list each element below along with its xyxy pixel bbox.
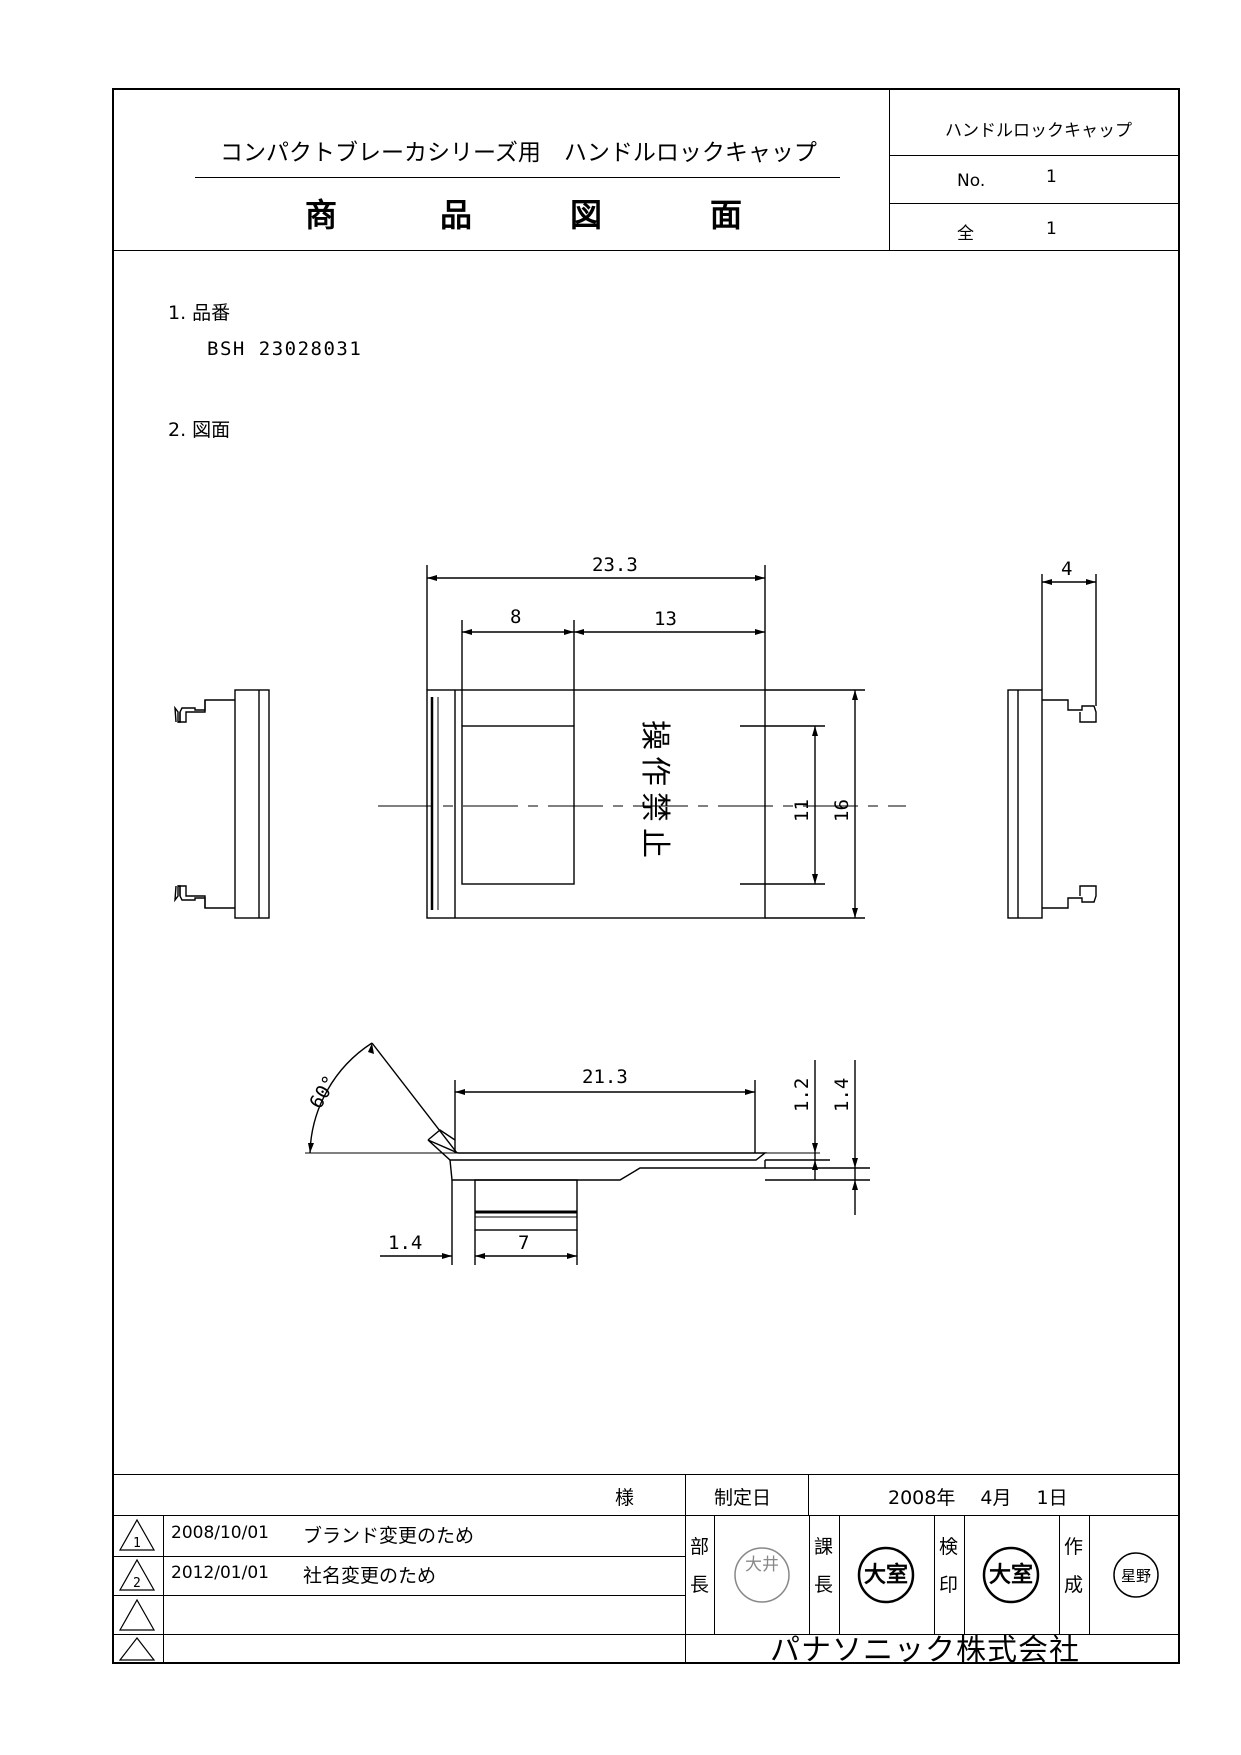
cap-label-text: 操作禁止 [637,720,672,864]
footer-divider [964,1515,965,1634]
approval-label-top-1: 部 [690,1536,710,1558]
dim-bottom-length: 21.3 [582,1066,628,1088]
no-value: 1 [1046,167,1057,187]
stamp-3-text: 大室 [989,1562,1033,1588]
title-char-2: 品 [440,196,473,234]
dim-offset: 1.4 [388,1232,422,1254]
stamp-circle-1 [734,1547,790,1603]
section-2-heading: 2. 図面 [168,419,231,441]
title-underline [195,177,840,178]
revision-triangle-1 [118,1518,156,1551]
section-view [305,1042,870,1265]
section-1-heading: 1. 品番 [168,302,231,324]
revision-triangle-3 [118,1598,156,1631]
approval-label-bottom-2: 長 [814,1574,834,1596]
approval-label-top-4: 作 [1064,1536,1084,1558]
footer-divider [714,1515,715,1634]
footer-rule [112,1634,1180,1635]
product-name: ハンドルロックキャップ [945,121,1132,141]
dim-right-width: 13 [654,608,677,630]
revision-triangle-4 [118,1637,156,1661]
company-name: パナソニック株式会社 [770,1633,1080,1668]
approval-label-top-2: 課 [814,1536,834,1558]
stamp-4-text: 星野 [1121,1567,1151,1585]
footer-divider [809,1515,810,1634]
footer-rule [112,1595,685,1596]
approval-label-top-3: 検 [939,1536,959,1558]
drawing-frame [112,88,1180,1664]
footer-top-rule [112,1474,1180,1475]
dim-inner-height: 11 [791,799,813,822]
footer-divider [839,1515,840,1634]
title-char-4: 面 [710,196,743,234]
revision-reason-1: ブランド変更のため [303,1525,475,1547]
drawing-subtitle: コンパクトブレーカシリーズ用 ハンドルロックキャップ [220,140,817,166]
stamp-circle-2 [857,1546,915,1604]
total-label: 全 [957,224,974,244]
total-value: 1 [1046,219,1057,239]
revision-date-2: 2012/01/01 [171,1563,269,1583]
dim-outer-height: 16 [831,799,853,822]
no-label: No. [957,171,986,191]
header-cell-rule [889,155,1180,156]
revision-reason-2: 社名変更のため [303,1565,437,1587]
title-char-3: 図 [570,196,603,234]
dim-tab-width: 7 [518,1232,529,1254]
dim-thickness-2: 1.4 [831,1078,853,1112]
stamp-2-text: 大室 [864,1562,908,1588]
sama-label: 様 [615,1487,635,1509]
footer-rule [112,1556,685,1557]
dim-side-depth: 4 [1061,558,1072,580]
right-side-view [1007,574,1097,919]
stamp-1-text: 大井 [745,1555,779,1575]
header-bottom-rule [112,250,1180,251]
footer-divider [934,1515,935,1634]
title-char-1: 商 [305,196,338,234]
footer-divider [808,1474,809,1515]
part-number: BSH 23028031 [207,338,363,360]
date-value: 2008年 4月 1日 [888,1487,1068,1509]
revision-triangle-2 [118,1558,156,1591]
stamp-circle-3 [982,1546,1040,1604]
footer-divider [1089,1515,1090,1634]
dim-overall-width: 23.3 [592,554,638,576]
footer-divider [163,1515,164,1664]
header-cell-rule [889,203,1180,204]
revision-date-1: 2008/10/01 [171,1523,269,1543]
dim-left-width: 8 [510,606,521,628]
footer-divider [1059,1515,1060,1634]
header-divider [889,88,890,250]
revision-symbol-1: 1 [133,1536,141,1551]
date-label: 制定日 [714,1487,772,1509]
revision-symbol-2: 2 [133,1576,141,1591]
left-side-view [174,689,270,919]
stamp-circle-4 [1113,1552,1159,1598]
footer-divider [685,1474,686,1664]
approval-label-bottom-1: 長 [690,1574,710,1596]
approval-label-bottom-4: 成 [1064,1574,1084,1596]
footer-rule [112,1515,1180,1516]
front-view [378,565,906,919]
approval-label-bottom-3: 印 [939,1574,959,1596]
dim-thickness-1: 1.2 [791,1078,813,1112]
